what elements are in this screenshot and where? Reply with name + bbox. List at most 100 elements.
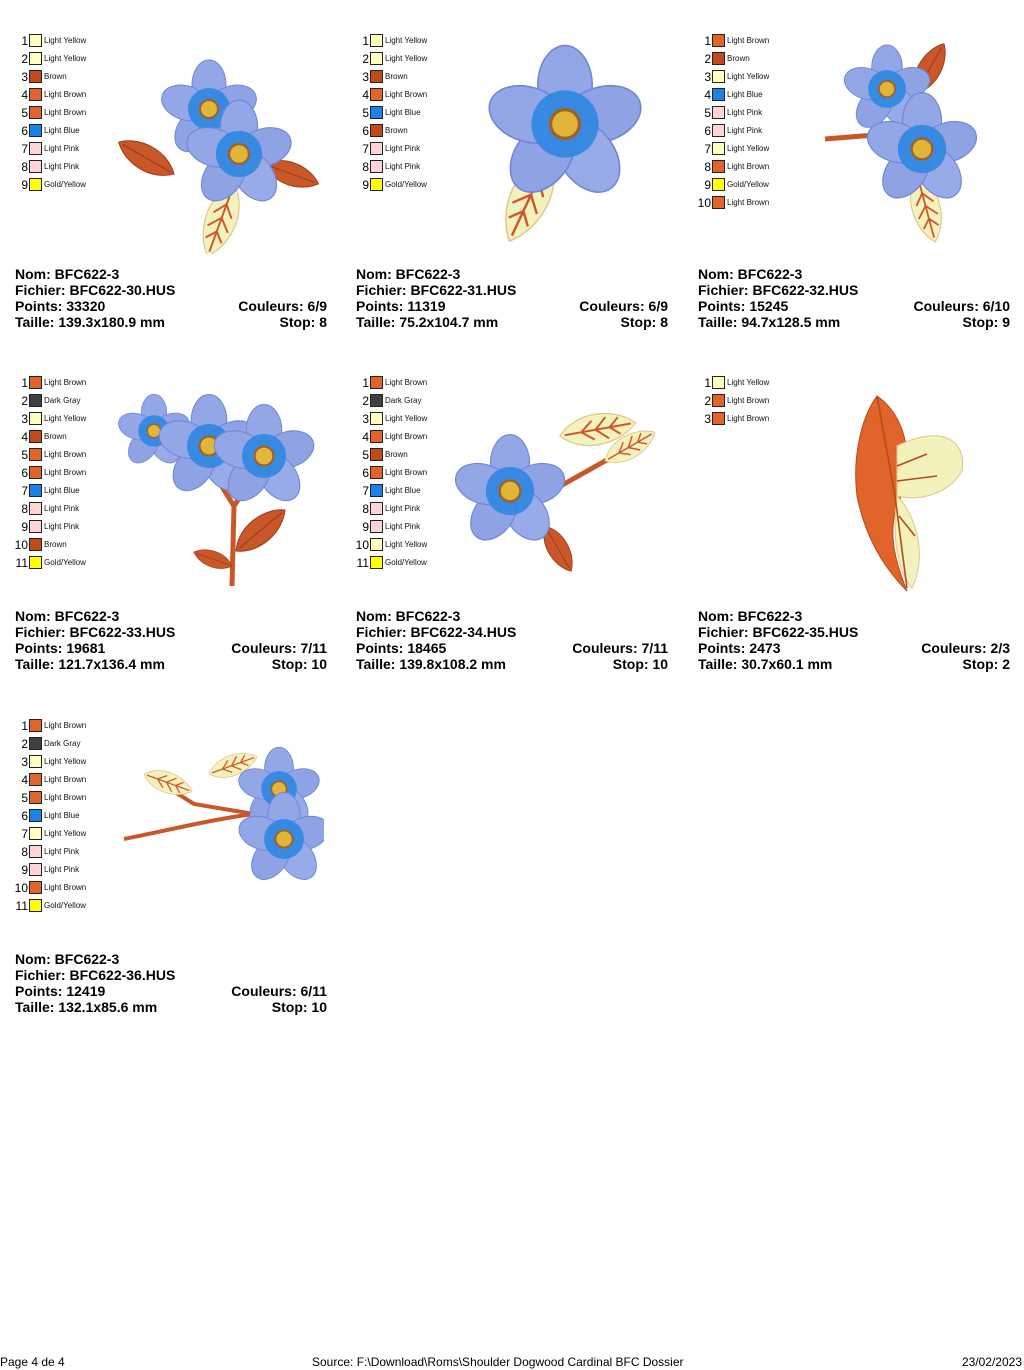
design-name: BFC622-3 xyxy=(54,608,120,624)
thread-color-swatch xyxy=(370,484,383,497)
design-size: 121.7x136.4 mm xyxy=(58,656,165,672)
thread-color-name: Dark Gray xyxy=(385,396,422,405)
thread-color-name: Light Pink xyxy=(385,144,421,153)
thread-color-swatch xyxy=(712,394,725,407)
thread-color-swatch xyxy=(370,502,383,515)
thread-row: 3 Light Yellow xyxy=(14,753,114,771)
thread-color-name: Dark Gray xyxy=(44,396,81,405)
thread-number: 3 xyxy=(21,70,28,84)
thread-number: 10 xyxy=(14,538,28,552)
thread-color-name: Light Pink xyxy=(44,162,80,171)
design-name: BFC622-3 xyxy=(54,951,120,967)
design-name: BFC622-3 xyxy=(737,266,803,282)
thread-color-name: Brown xyxy=(44,72,67,81)
thread-number: 1 xyxy=(704,34,711,48)
thread-color-name: Light Yellow xyxy=(44,36,87,45)
thread-color-name: Light Yellow xyxy=(44,757,87,766)
thread-color-name: Light Brown xyxy=(727,198,770,207)
design-file: BFC622-33.HUS xyxy=(69,624,176,640)
thread-number: 2 xyxy=(21,394,28,408)
thread-number: 8 xyxy=(362,502,369,516)
thread-color-name: Light Yellow xyxy=(44,414,87,423)
thread-color-swatch xyxy=(712,34,725,47)
thread-number: 2 xyxy=(21,52,28,66)
design-size: 30.7x60.1 mm xyxy=(741,656,833,672)
thread-color-swatch xyxy=(712,70,725,83)
thread-number: 3 xyxy=(704,70,711,84)
thread-color-name: Brown xyxy=(385,72,408,81)
thread-number: 10 xyxy=(355,538,369,552)
design-info: Nom: BFC622-3 Fichier: BFC622-33.HUS Poi… xyxy=(15,608,327,672)
thread-number: 1 xyxy=(21,719,28,733)
thread-number: 2 xyxy=(704,52,711,66)
design-size: 94.7x128.5 mm xyxy=(741,314,841,330)
thread-color-name: Light Pink xyxy=(44,865,80,874)
thread-color-name: Brown xyxy=(385,450,408,459)
design-name: BFC622-3 xyxy=(737,608,803,624)
thread-number: 4 xyxy=(21,88,28,102)
thread-color-swatch xyxy=(712,178,725,191)
thread-color-name: Dark Gray xyxy=(44,739,81,748)
thread-number: 1 xyxy=(362,376,369,390)
design-name: BFC622-3 xyxy=(54,266,120,282)
thread-color-swatch xyxy=(29,881,42,894)
thread-color-name: Light Blue xyxy=(44,811,80,820)
thread-number: 11 xyxy=(15,556,28,570)
embroidery-preview xyxy=(855,395,964,592)
thread-color-swatch xyxy=(29,773,42,786)
thread-color-name: Light Brown xyxy=(385,90,428,99)
thread-color-swatch xyxy=(370,448,383,461)
thread-color-name: Light Brown xyxy=(727,414,770,423)
thread-color-name: Gold/Yellow xyxy=(44,901,86,910)
thread-color-swatch xyxy=(712,124,725,137)
embroidery-preview xyxy=(114,59,323,254)
thread-color-swatch xyxy=(29,466,42,479)
thread-number: 6 xyxy=(21,809,28,823)
thread-number: 8 xyxy=(704,160,711,174)
thread-color-swatch xyxy=(712,376,725,389)
thread-color-swatch xyxy=(370,430,383,443)
stop-count: 10 xyxy=(652,656,668,672)
embroidery-preview xyxy=(824,37,983,247)
thread-color-swatch xyxy=(712,142,725,155)
thread-number: 11 xyxy=(356,556,369,570)
thread-number: 8 xyxy=(21,502,28,516)
thread-color-swatch xyxy=(29,899,42,912)
design-size: 139.3x180.9 mm xyxy=(58,314,165,330)
thread-number: 9 xyxy=(21,863,28,877)
thread-number: 6 xyxy=(21,124,28,138)
thread-number: 3 xyxy=(21,755,28,769)
thread-color-name: Light Yellow xyxy=(385,54,428,63)
thread-number: 1 xyxy=(21,34,28,48)
thread-color-swatch xyxy=(29,124,42,137)
thread-number: 7 xyxy=(362,142,369,156)
thread-number: 3 xyxy=(362,70,369,84)
design-name: BFC622-3 xyxy=(395,266,461,282)
thread-color-name: Light Brown xyxy=(385,432,428,441)
